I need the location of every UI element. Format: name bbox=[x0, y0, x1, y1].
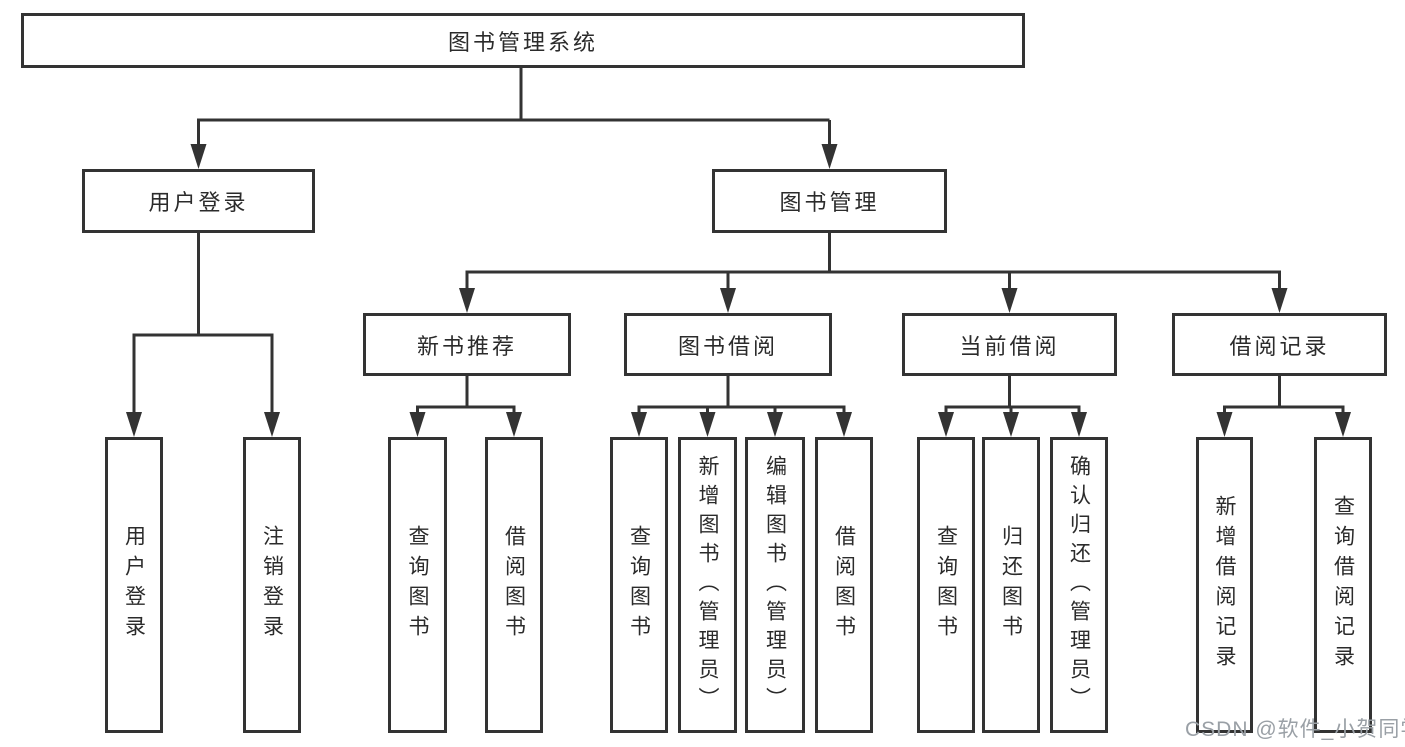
leaf-current-return-books-label: 归还图书 bbox=[999, 525, 1023, 645]
connector-newbooks-to-leaves bbox=[409, 376, 522, 437]
node-borrow-records-label: 借阅记录 bbox=[1229, 333, 1330, 359]
leaf-current-return-books: 归还图书 bbox=[982, 437, 1040, 733]
leaf-borrow-query-books: 查询图书 bbox=[610, 437, 668, 733]
leaf-newbooks-query-books-label: 查询图书 bbox=[406, 525, 429, 645]
node-book-borrow-label: 图书借阅 bbox=[677, 333, 778, 359]
node-user-login-label: 用户登录 bbox=[148, 190, 249, 215]
node-book-borrow: 图书借阅 bbox=[624, 313, 832, 376]
leaf-borrow-borrow-books-label: 借阅图书 bbox=[832, 525, 856, 645]
leaf-newbooks-borrow-books: 借阅图书 bbox=[485, 437, 543, 733]
leaf-borrow-add-books-admin-label: 新增图书（管理员） bbox=[696, 454, 719, 716]
leaf-newbooks-borrow-books-label: 借阅图书 bbox=[502, 525, 526, 645]
leaf-logout-label: 注销登录 bbox=[260, 525, 284, 645]
leaf-newbooks-query-books: 查询图书 bbox=[388, 437, 447, 733]
leaf-records-query-record-label: 查询借阅记录 bbox=[1331, 495, 1355, 675]
leaf-records-query-record: 查询借阅记录 bbox=[1314, 437, 1372, 733]
leaf-borrow-borrow-books: 借阅图书 bbox=[815, 437, 873, 733]
leaf-records-add-record: 新增借阅记录 bbox=[1196, 437, 1253, 733]
leaf-current-query-books: 查询图书 bbox=[917, 437, 975, 733]
leaf-records-add-record-label: 新增借阅记录 bbox=[1213, 495, 1236, 675]
node-root-system: 图书管理系统 bbox=[21, 13, 1025, 68]
leaf-borrow-add-books-admin: 新增图书（管理员） bbox=[678, 437, 737, 733]
node-book-management: 图书管理 bbox=[712, 169, 947, 233]
connector-book-mgmt-to-level3 bbox=[459, 233, 1288, 313]
csdn-watermark: CSDN @软件_小贺同学 bbox=[1185, 718, 1405, 741]
leaf-borrow-query-books-label: 查询图书 bbox=[627, 525, 651, 645]
node-user-login: 用户登录 bbox=[82, 169, 315, 233]
node-current-borrow: 当前借阅 bbox=[902, 313, 1117, 376]
connector-records-to-leaves bbox=[1216, 376, 1351, 437]
leaf-current-query-books-label: 查询图书 bbox=[934, 525, 958, 645]
leaf-borrow-edit-books-admin-label: 编辑图书（管理员） bbox=[763, 454, 787, 716]
node-new-book-recommend-label: 新书推荐 bbox=[416, 333, 517, 359]
leaf-user-login-label: 用户登录 bbox=[122, 525, 146, 645]
connector-current-to-leaves bbox=[938, 376, 1087, 437]
leaf-current-confirm-return-admin: 确认归还（管理员） bbox=[1050, 437, 1108, 733]
leaf-current-confirm-return-admin-label: 确认归还（管理员） bbox=[1067, 454, 1091, 716]
leaf-user-login: 用户登录 bbox=[105, 437, 163, 733]
connector-user-login-to-leaves bbox=[126, 233, 280, 437]
connector-root-to-level2 bbox=[190, 68, 838, 169]
leaf-borrow-edit-books-admin: 编辑图书（管理员） bbox=[745, 437, 805, 733]
node-borrow-records: 借阅记录 bbox=[1172, 313, 1387, 376]
node-new-book-recommend: 新书推荐 bbox=[363, 313, 571, 376]
node-current-borrow-label: 当前借阅 bbox=[959, 333, 1060, 359]
node-book-management-label: 图书管理 bbox=[779, 190, 880, 215]
leaf-logout: 注销登录 bbox=[243, 437, 301, 733]
node-root-label: 图书管理系统 bbox=[447, 29, 598, 55]
connector-bookborrow-to-leaves bbox=[631, 376, 852, 437]
